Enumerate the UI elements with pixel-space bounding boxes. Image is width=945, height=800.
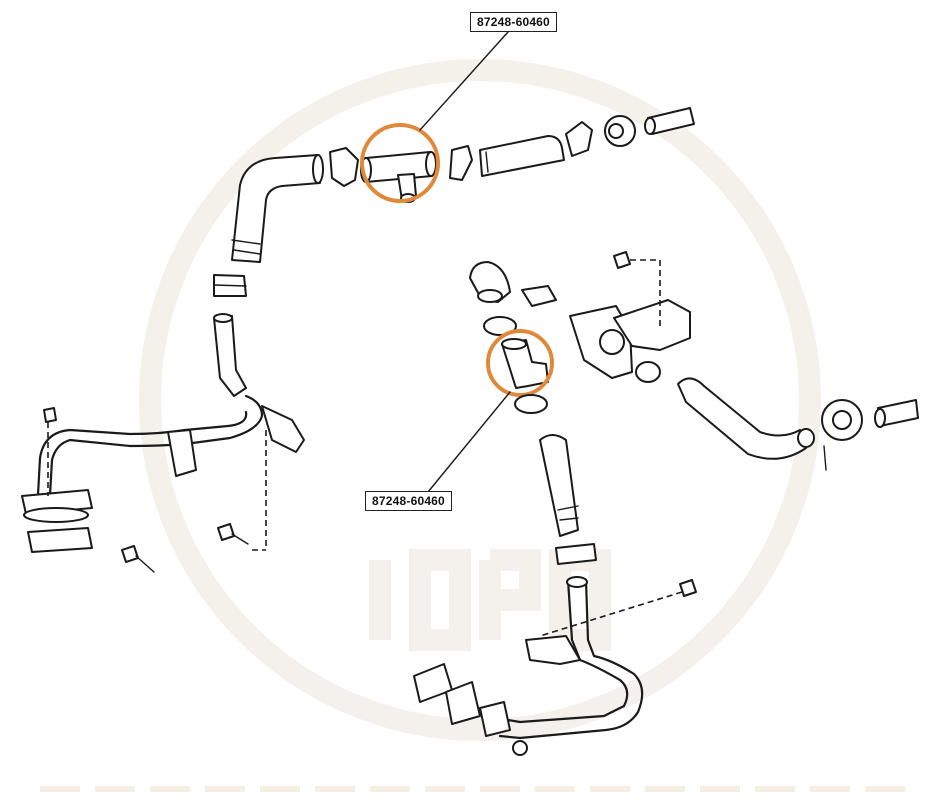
part-number-label-top[interactable]: 87248-60460 — [470, 12, 557, 32]
bottom-decorative-strip — [40, 786, 910, 792]
highlight-circle-top — [360, 123, 440, 203]
watermark-logo — [139, 59, 821, 741]
highlight-circle-middle — [486, 329, 554, 397]
leader-line-middle — [427, 391, 511, 493]
bolt-icon — [121, 545, 155, 573]
bolt-icon — [613, 251, 631, 269]
right-assembly — [569, 251, 919, 471]
bolt-icon — [217, 523, 249, 545]
heater-hose-tee-middle[interactable] — [486, 329, 554, 397]
part-number-label-middle[interactable]: 87248-60460 — [365, 491, 452, 511]
bolt-icon — [43, 407, 57, 423]
middle-assembly — [413, 261, 697, 756]
top-hose-assembly — [231, 107, 695, 263]
heater-hose-tee-top[interactable] — [360, 123, 440, 203]
left-pipe-assembly — [21, 274, 305, 573]
bolt-icon — [679, 579, 697, 597]
leader-line-top — [419, 31, 509, 131]
